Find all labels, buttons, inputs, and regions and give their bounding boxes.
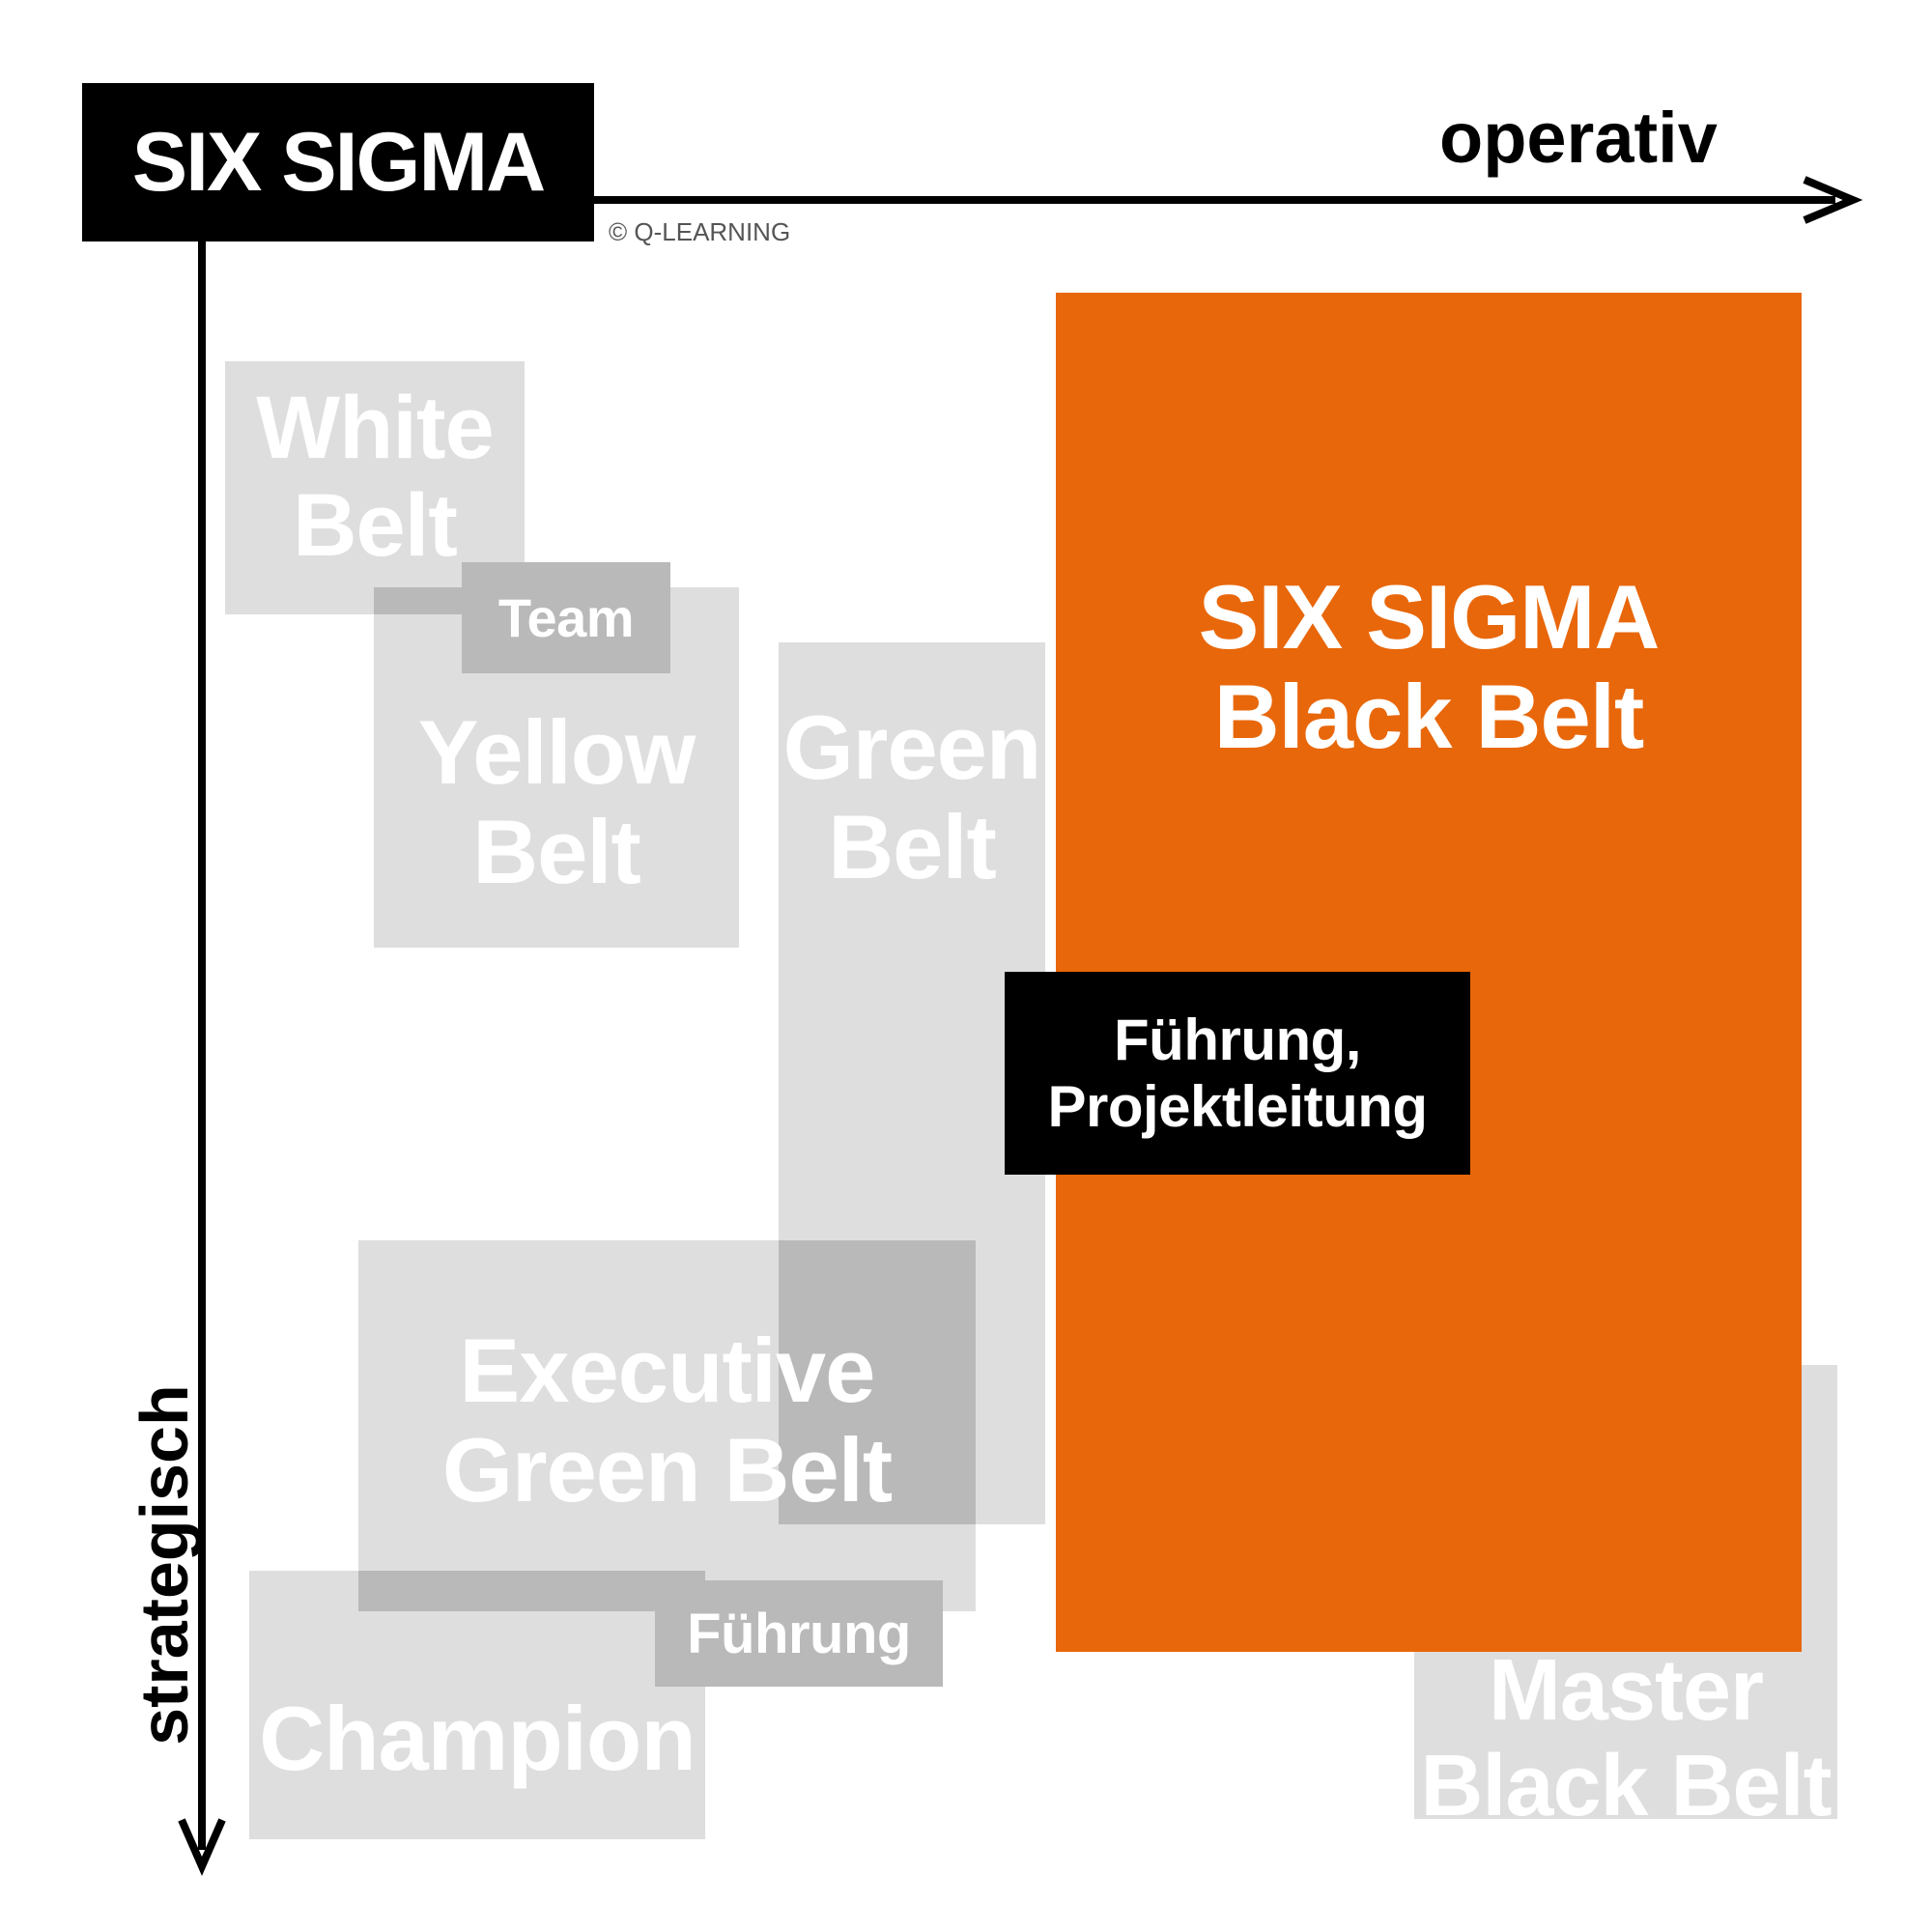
champion-box	[249, 1571, 705, 1839]
team-badge: Team	[462, 562, 670, 673]
copyright-note: © Q-LEARNING	[609, 217, 791, 246]
fuehrung-projektleitung-line-1: Führung,	[1114, 1008, 1361, 1072]
green-belt-label-line-2: Belt	[828, 796, 997, 897]
black-belt-label-line-1: SIX SIGMA	[1198, 565, 1661, 668]
yellow-belt-label-line-1: Yellow	[417, 700, 696, 803]
fuehrung-badge: Führung	[655, 1580, 943, 1687]
black-belt-label: SIX SIGMA Black Belt	[1056, 551, 1802, 782]
overlap-executive-champion	[358, 1571, 705, 1611]
x-axis-arrow	[1803, 176, 1863, 224]
master-label-line-2: Black Belt	[1420, 1738, 1832, 1834]
overlap-green-executive	[779, 1240, 976, 1524]
white-belt-label-line-2: Belt	[293, 476, 458, 575]
yellow-belt-label: Yellow Belt	[374, 676, 739, 927]
black-belt-label-line-2: Black Belt	[1213, 666, 1645, 767]
fuehrung-badge-label: Führung	[687, 1602, 911, 1665]
yellow-belt-label-line-2: Belt	[472, 801, 641, 902]
white-belt-label-line-1: White	[256, 378, 494, 477]
executive-label-line-2: Green Belt	[441, 1419, 893, 1520]
fuehrung-projektleitung-line-2: Projektleitung	[1047, 1074, 1428, 1139]
green-belt-label: Green Belt	[779, 676, 1045, 918]
y-axis-arrow	[178, 1818, 226, 1876]
champion-label: Champion	[249, 1671, 705, 1806]
executive-green-belt-label: Executive Green Belt	[358, 1294, 976, 1546]
white-belt-label: White Belt	[225, 361, 525, 593]
brand-title: SIX SIGMA	[82, 83, 594, 242]
master-black-belt-label: Master Black Belt	[1414, 1643, 1837, 1834]
executive-label-line-1: Executive	[459, 1319, 876, 1421]
fuehrung-projektleitung-badge: Führung, Projektleitung	[1005, 972, 1470, 1175]
x-axis-label: operativ	[1439, 98, 1718, 178]
master-label-line-1: Master	[1488, 1642, 1764, 1739]
team-badge-label: Team	[497, 587, 635, 648]
y-axis-label: strategisch	[127, 1384, 202, 1746]
champion-label-line-1: Champion	[259, 1688, 696, 1790]
green-belt-label-line-1: Green	[782, 696, 1042, 798]
